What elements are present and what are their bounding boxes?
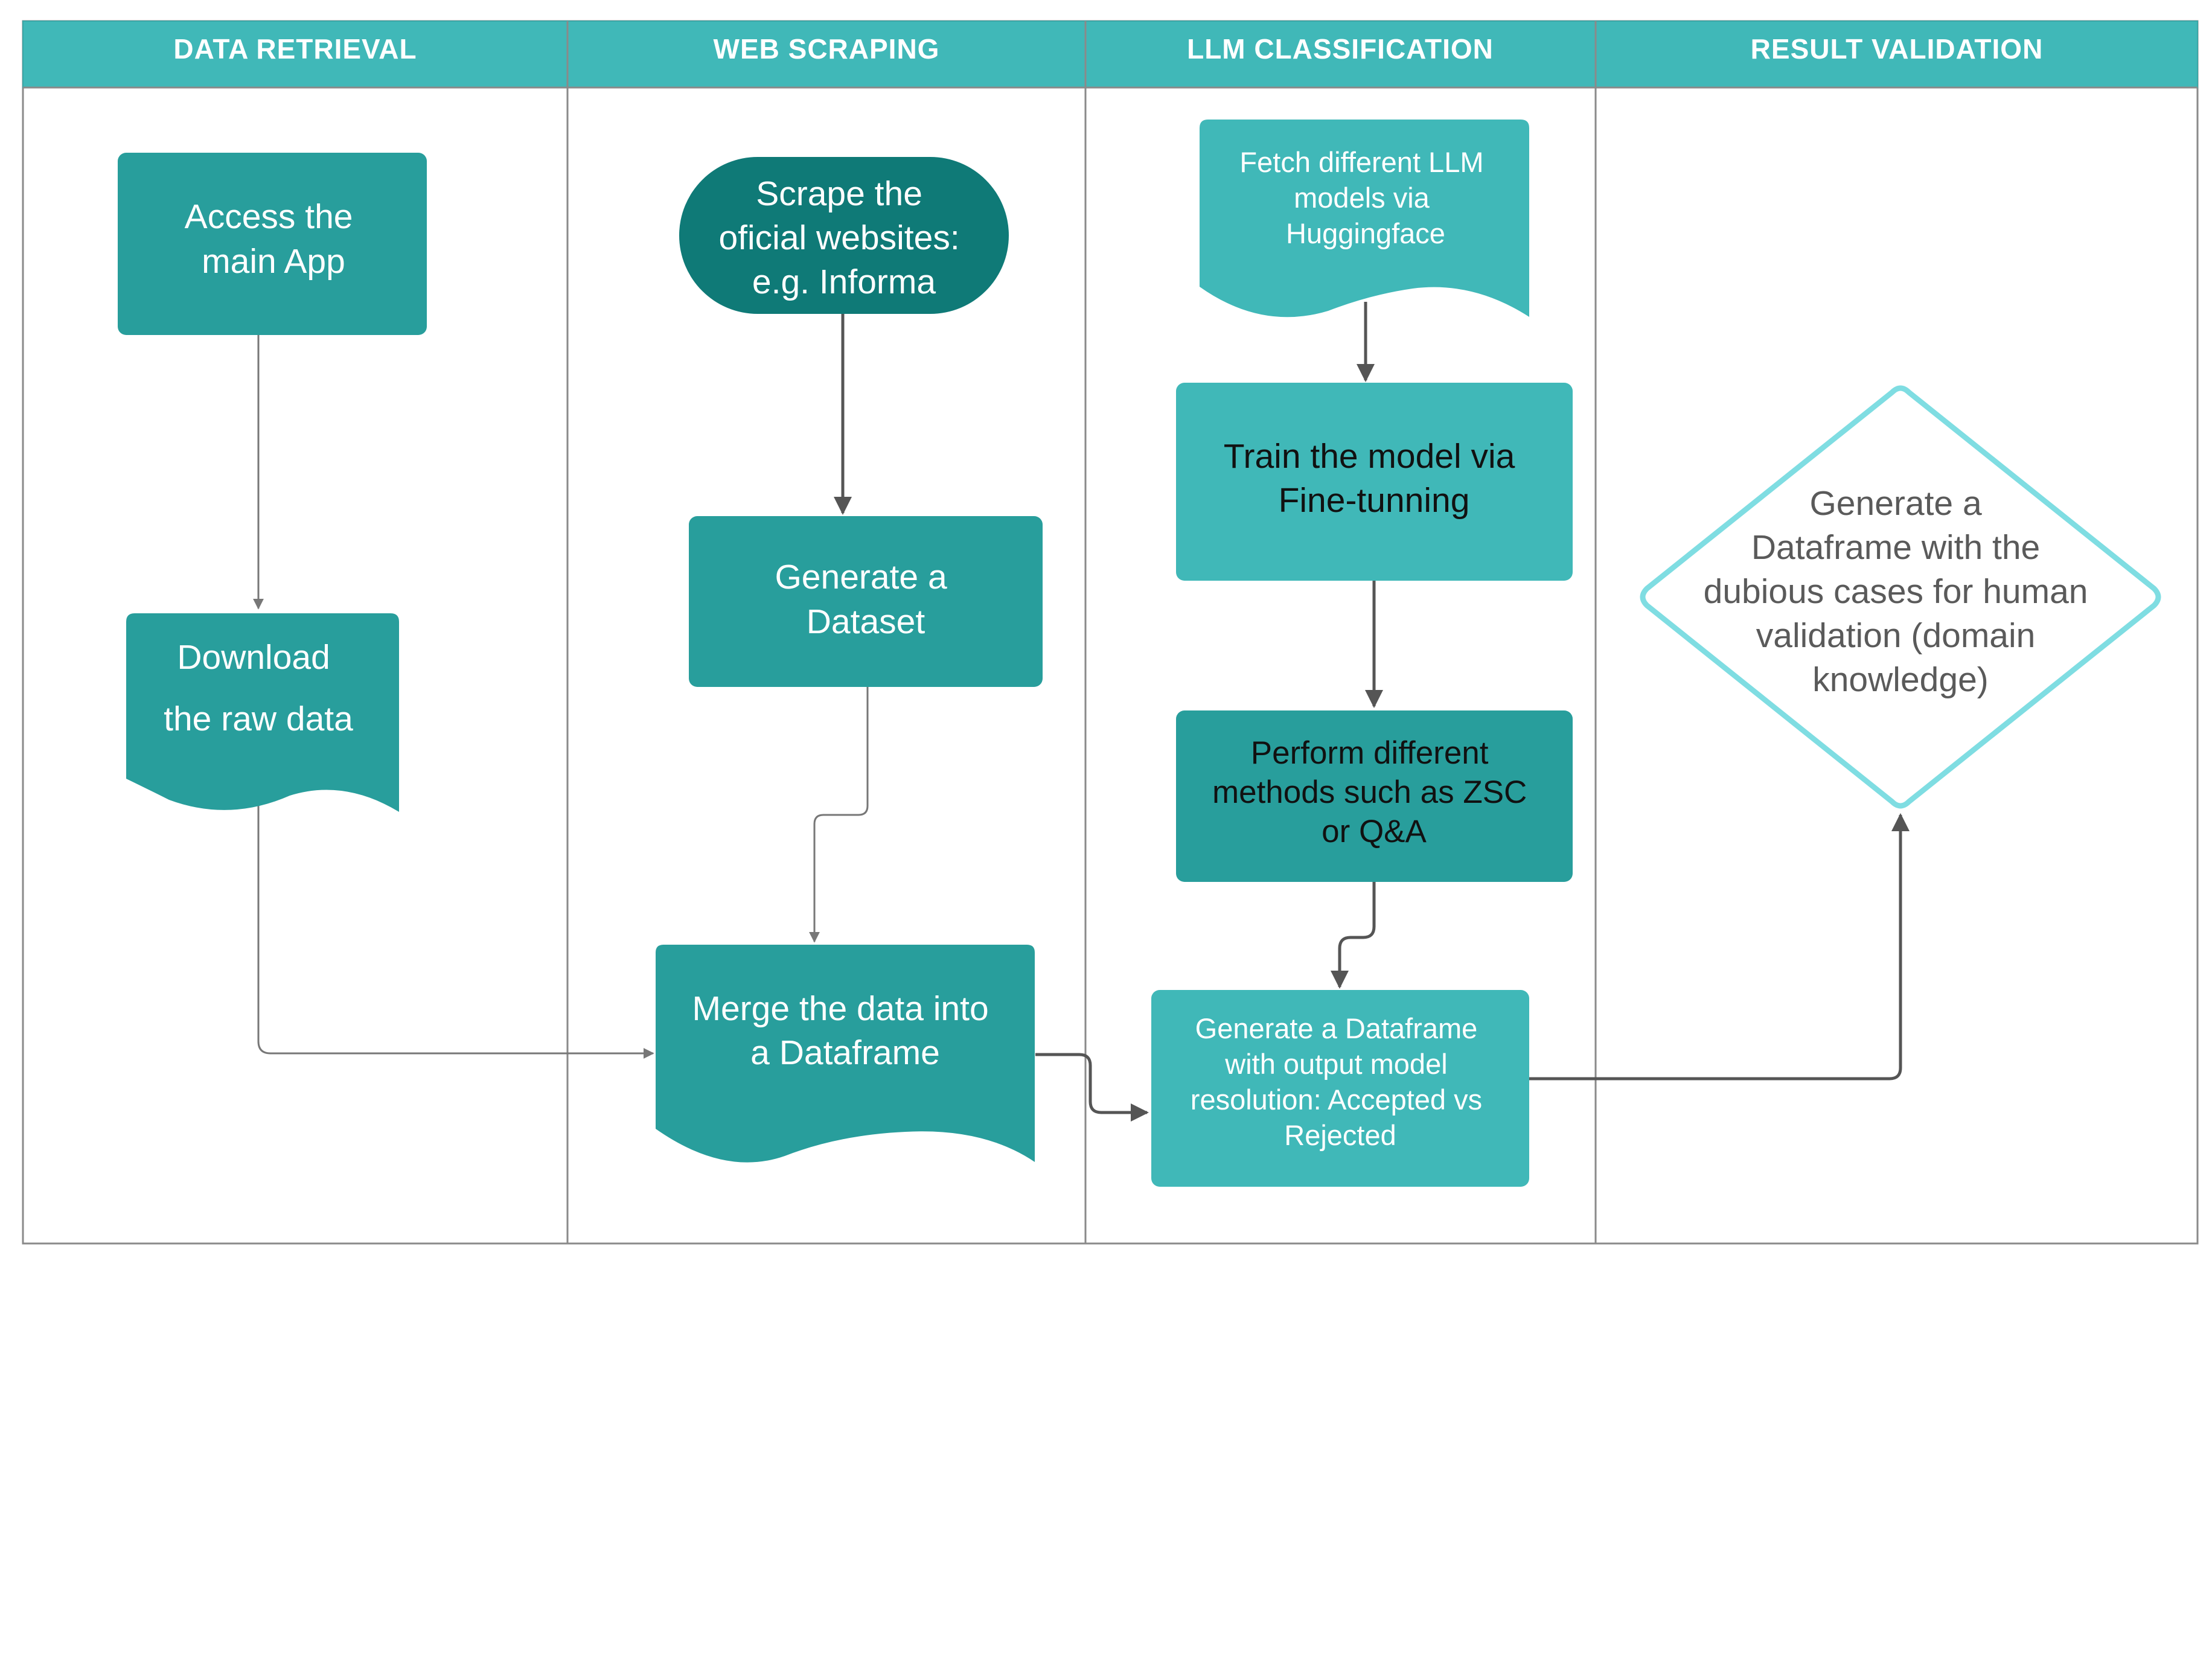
node-generate-dataset: Generate a Dataset	[689, 516, 1043, 687]
node-label-line: validation (domain	[1756, 616, 2036, 655]
node-label-line: models via	[1294, 182, 1430, 214]
lane-title-llm-classification: LLM CLASSIFICATION	[1187, 33, 1494, 65]
node-label-line: Fine-tunning	[1279, 481, 1470, 520]
node-label-line: Rejected	[1284, 1119, 1396, 1151]
lane-title-result-validation: RESULT VALIDATION	[1751, 33, 2044, 65]
process-shape	[118, 153, 427, 335]
node-label: Perform different methods such as ZSC or…	[1212, 735, 1536, 849]
node-label-line: main App	[202, 242, 345, 281]
connector-perform-to-output	[1331, 882, 1376, 989]
node-label: Train the model via Fine-tunning	[1224, 437, 1524, 520]
node-label-line: oficial websites:	[718, 219, 959, 257]
connector-merge-to-output	[1035, 1053, 1149, 1122]
node-label-line: Generate a	[1809, 484, 1981, 523]
node-label-line: with output model	[1224, 1048, 1447, 1080]
node-label: Fetch different LLM models via Huggingfa…	[1239, 146, 1491, 249]
node-label-line: Fetch different LLM	[1239, 146, 1483, 178]
node-label-line: Generate a Dataframe	[1195, 1012, 1478, 1044]
node-label-line: Dataset	[807, 602, 925, 641]
node-label: Generate a Dataframe with the dubious ca…	[1704, 484, 2098, 699]
node-label: Merge the data into a Dataframe	[692, 989, 999, 1072]
node-merge-dataframe: Merge the data into a Dataframe	[656, 945, 1035, 1163]
connector-dataset-to-merge	[809, 687, 869, 943]
process-shape	[1176, 710, 1573, 882]
node-label-line: or Q&A	[1322, 814, 1427, 849]
connector-download-to-merge	[257, 796, 654, 1059]
node-label-line: Perform different	[1251, 735, 1489, 771]
document-shape	[126, 613, 399, 812]
node-label-line: knowledge)	[1812, 660, 1989, 699]
node-label: Generate a Dataset	[775, 558, 956, 641]
connector-output-to-diamond	[1529, 813, 1910, 1081]
node-label-line: the raw data	[164, 700, 353, 738]
node-fetch-llm-models: Fetch different LLM models via Huggingfa…	[1200, 120, 1529, 318]
node-label-line: Access the	[185, 197, 353, 236]
decision-shape	[1640, 385, 2161, 809]
process-shape	[689, 516, 1043, 687]
node-label-line: Dataframe with the	[1751, 528, 2040, 567]
lane-title-data-retrieval: DATA RETRIEVAL	[173, 33, 417, 65]
node-label-line: Generate a	[775, 558, 947, 596]
node-label-line: Merge the data into	[692, 989, 989, 1028]
terminator-shape	[679, 157, 1009, 314]
node-perform-methods: Perform different methods such as ZSC or…	[1176, 710, 1573, 882]
document-shape	[656, 945, 1035, 1163]
node-label: Access the main App	[185, 197, 363, 281]
lane-header-band	[22, 21, 2198, 88]
process-shape	[1151, 990, 1529, 1187]
node-access-main-app: Access the main App	[118, 153, 427, 335]
process-shape	[1176, 383, 1573, 581]
node-label-line: a Dataframe	[750, 1033, 940, 1072]
node-label: Generate a Dataframe with output model r…	[1191, 1012, 1490, 1151]
node-dubious-cases-diamond: Generate a Dataframe with the dubious ca…	[1640, 385, 2161, 809]
node-label-line: Download	[177, 638, 330, 677]
document-shape	[1200, 120, 1529, 318]
node-label: Scrape the oficial websites: e.g. Inform…	[718, 174, 969, 301]
node-download-raw-data: Download the raw data	[126, 613, 399, 812]
node-label-line: e.g. Informa	[752, 263, 936, 301]
node-label-line: dubious cases for human	[1704, 572, 2088, 611]
node-train-model: Train the model via Fine-tunning	[1176, 383, 1573, 581]
node-label: Download the raw data	[164, 638, 353, 738]
node-scrape-official-websites: Scrape the oficial websites: e.g. Inform…	[679, 157, 1009, 314]
node-label-line: methods such as ZSC	[1212, 774, 1527, 810]
node-label-line: resolution: Accepted vs	[1191, 1084, 1482, 1116]
lane-title-web-scraping: WEB SCRAPING	[714, 33, 940, 65]
node-label-line: Scrape the	[756, 174, 922, 213]
node-label-line: Huggingface	[1286, 217, 1445, 249]
node-label-line: Train the model via	[1224, 437, 1515, 476]
node-generate-output-dataframe: Generate a Dataframe with output model r…	[1151, 990, 1529, 1187]
